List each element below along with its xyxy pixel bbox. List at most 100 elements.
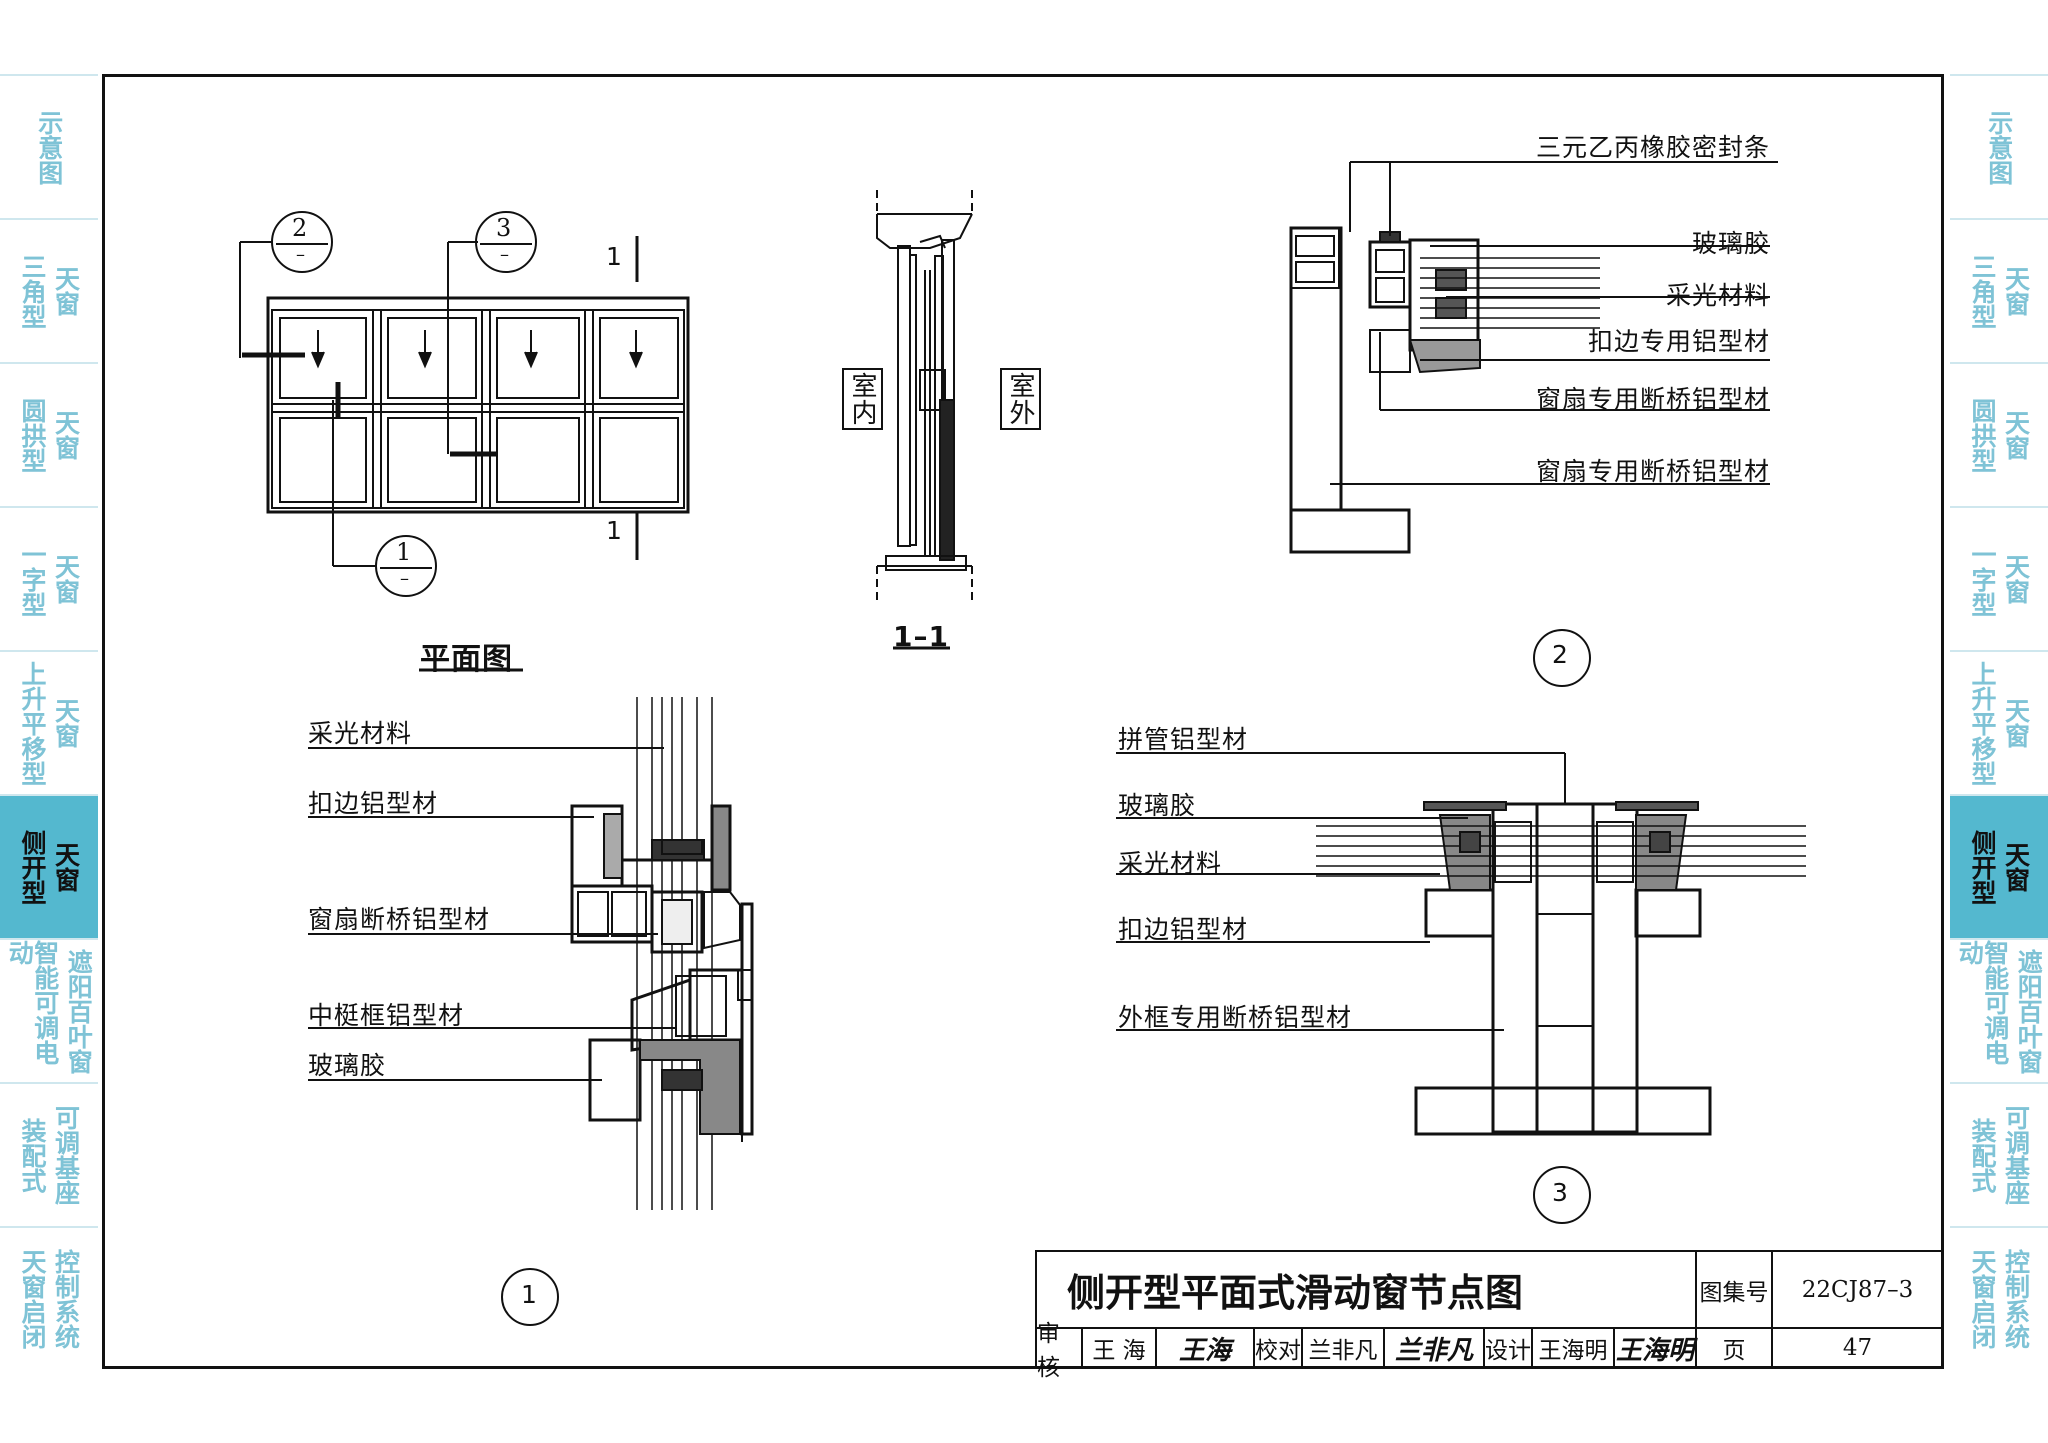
d1-label-glazing: 采光材料 [308, 719, 413, 748]
left-tab-5[interactable]: 天窗侧开型 [0, 794, 98, 938]
d2-label-epdm: 三元乙丙橡胶密封条 [1535, 133, 1770, 162]
d1-label-sealant: 玻璃胶 [308, 1051, 387, 1080]
tab-label: 天窗 [2001, 554, 2031, 604]
slide-arrows [311, 330, 643, 369]
right-tab-2[interactable]: 天窗圆拱型 [1950, 362, 2048, 506]
tab-label: 控制系统 [2001, 1249, 2031, 1349]
drawing-frame [102, 74, 1944, 1369]
tab-label: 天窗启闭 [1968, 1249, 1997, 1349]
tab-label: 三角型 [18, 253, 47, 329]
d1-label-bead: 扣边铝型材 [308, 789, 439, 818]
tab-label: 天窗 [51, 410, 81, 460]
left-tab-3[interactable]: 天窗一字型 [0, 506, 98, 650]
left-tab-1[interactable]: 天窗三角型 [0, 218, 98, 362]
d3-label-glazing: 采光材料 [1118, 849, 1223, 878]
d2-label-bead: 扣边专用铝型材 [1587, 327, 1770, 356]
review-name: 王 海 [1081, 1327, 1157, 1369]
d3-label-frame: 外框专用断桥铝型材 [1118, 1003, 1353, 1032]
right-tab-3[interactable]: 天窗一字型 [1950, 506, 2048, 650]
detail-1-marker: 1 [521, 1280, 538, 1309]
detail-1 [308, 697, 754, 1326]
detail-2 [1289, 161, 1778, 687]
tab-label: 上升平移型 [18, 660, 47, 786]
outdoor-label: 室外 [1000, 368, 1041, 430]
callout-1-number: 1 [396, 538, 413, 566]
tab-label: 天窗 [2001, 410, 2031, 460]
right-tab-8[interactable]: 控制系统天窗启闭 [1950, 1226, 2048, 1370]
tab-label: 天窗 [2001, 842, 2031, 892]
tab-label: 上升平移型 [1968, 660, 1997, 786]
detail-3 [1116, 752, 1806, 1224]
design-label: 设计 [1483, 1327, 1533, 1369]
right-tab-7[interactable]: 可调基座装配式 [1950, 1082, 2048, 1226]
design-signature: 王海明 [1613, 1327, 1697, 1369]
section-mark-top: 1 [606, 242, 623, 271]
left-tab-6[interactable]: 遮阳百叶窗智能可调电动 [0, 938, 98, 1082]
callout-3-number: 3 [496, 214, 513, 242]
tab-label: 侧开型 [1968, 829, 1997, 905]
tab-label: 天窗 [51, 698, 81, 748]
tab-label: 天窗 [51, 554, 81, 604]
section-title: 1–1 [893, 620, 949, 653]
callout-3-sheet: – [500, 244, 510, 265]
d2-label-sealant: 玻璃胶 [1691, 229, 1770, 258]
tab-label: 一字型 [1968, 541, 1997, 617]
tab-label: 可调基座 [2001, 1105, 2031, 1205]
tab-label: 装配式 [18, 1117, 47, 1193]
tab-label: 可调基座 [51, 1105, 81, 1205]
review-signature: 王海 [1155, 1327, 1255, 1369]
atlas-label: 图集号 [1695, 1250, 1773, 1329]
d1-label-sash: 窗扇断桥铝型材 [308, 905, 491, 934]
detail-2-marker: 2 [1552, 640, 1569, 669]
tab-label: 天窗启闭 [18, 1249, 47, 1349]
callout-1-sheet: – [400, 568, 410, 589]
indoor-label: 室内 [842, 368, 883, 430]
left-tab-7[interactable]: 可调基座装配式 [0, 1082, 98, 1226]
right-tab-1[interactable]: 天窗三角型 [1950, 218, 2048, 362]
left-tab-8[interactable]: 控制系统天窗启闭 [0, 1226, 98, 1370]
tab-label: 控制系统 [51, 1249, 81, 1349]
tab-label: 一字型 [18, 541, 47, 617]
plan-title: 平面图 [420, 642, 513, 677]
left-tab-2[interactable]: 天窗圆拱型 [0, 362, 98, 506]
d2-label-glazing: 采光材料 [1665, 281, 1770, 310]
right-tab-0[interactable]: 示意图 [1950, 74, 2048, 218]
callout-2-number: 2 [292, 214, 309, 242]
page-number: 47 [1771, 1327, 1944, 1369]
right-tab-6[interactable]: 遮阳百叶窗智能可调电动 [1950, 938, 2048, 1082]
detail-3-marker: 3 [1552, 1178, 1569, 1207]
callout-2-sheet: – [296, 244, 306, 265]
tab-label: 圆拱型 [18, 397, 47, 473]
tab-label: 天窗 [51, 266, 81, 316]
left-tab-4[interactable]: 天窗上升平移型 [0, 650, 98, 794]
review-label: 审核 [1035, 1321, 1083, 1381]
d1-label-mullion: 中梃框铝型材 [308, 1001, 465, 1030]
drawing-title: 侧开型平面式滑动窗节点图 [1035, 1250, 1697, 1329]
section-mark-bottom: 1 [606, 516, 623, 545]
plan-view [239, 211, 690, 672]
tab-label: 圆拱型 [1968, 397, 1997, 473]
tab-label: 装配式 [1968, 1117, 1997, 1193]
tab-label: 天窗 [2001, 266, 2031, 316]
page-label: 页 [1695, 1327, 1773, 1369]
tab-label: 智能可调电动 [5, 940, 60, 1065]
title-block: 侧开型平面式滑动窗节点图 图集号 22CJ87–3 审核 王 海 王海 校对 兰… [1035, 1250, 1944, 1381]
atlas-number: 22CJ87–3 [1771, 1250, 1944, 1329]
right-tab-5[interactable]: 天窗侧开型 [1950, 794, 2048, 938]
right-tab-4[interactable]: 天窗上升平移型 [1950, 650, 2048, 794]
d3-label-joint: 拼管铝型材 [1118, 725, 1249, 754]
check-label: 校对 [1253, 1327, 1303, 1369]
d3-label-bead: 扣边铝型材 [1118, 915, 1249, 944]
check-signature: 兰非凡 [1383, 1327, 1485, 1369]
tab-label: 遮阳百叶窗 [2014, 948, 2044, 1074]
d2-label-sash-1: 窗扇专用断桥铝型材 [1535, 385, 1770, 414]
tab-label: 三角型 [1968, 253, 1997, 329]
tab-label: 天窗 [2001, 698, 2031, 748]
left-tab-0[interactable]: 示意图 [0, 74, 98, 218]
tab-label: 示意图 [34, 109, 64, 185]
check-name: 兰非凡 [1301, 1327, 1385, 1369]
section-1-1 [876, 190, 973, 650]
design-name: 王海明 [1531, 1327, 1615, 1369]
tab-label: 智能可调电动 [1955, 940, 2010, 1065]
tab-label: 遮阳百叶窗 [64, 948, 94, 1074]
